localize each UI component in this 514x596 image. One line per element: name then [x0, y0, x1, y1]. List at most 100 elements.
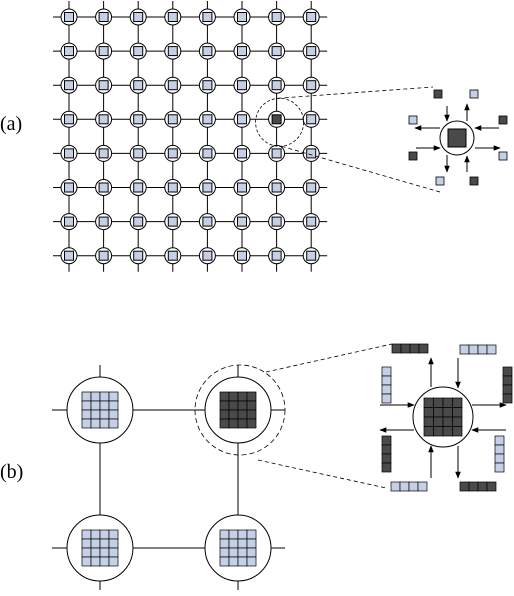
lattice-cell — [133, 250, 144, 261]
strip-cell — [494, 435, 505, 446]
subgrid-cell-light — [219, 547, 230, 558]
subgrid-cell-light — [81, 538, 92, 549]
lattice-cell — [64, 250, 74, 261]
strip-cell — [381, 384, 392, 395]
subgrid-cell-light — [219, 538, 230, 549]
lattice-cell — [64, 12, 74, 22]
lattice-cell — [167, 114, 178, 125]
subgrid-cell-dark — [237, 418, 248, 429]
panel-a-lattice — [53, 1, 441, 272]
strip-cell — [418, 343, 429, 354]
lattice-cell — [202, 12, 213, 22]
lattice-cell — [271, 216, 282, 227]
lattice-cell — [133, 12, 144, 22]
lattice-cell — [271, 148, 282, 159]
subgrid-cell-light — [108, 418, 119, 429]
subgrid-cell-light — [90, 538, 101, 549]
boundary-strip-dark — [381, 435, 392, 473]
subgrid-cell-light — [237, 547, 248, 558]
zoom-subgrid-cell-dark — [433, 416, 444, 427]
panel-label-b: (b) — [0, 461, 23, 483]
subgrid-cell-dark — [219, 418, 230, 429]
subgrid-cell-light — [99, 418, 110, 429]
zoom-connector-dashed — [257, 459, 387, 489]
subgrid-cell-light — [246, 538, 257, 549]
panel-b-lattice — [52, 343, 393, 590]
lattice-cell — [237, 148, 247, 159]
zoom-subgrid-cell-dark — [433, 397, 444, 408]
subgrid-cell-light — [219, 529, 230, 540]
subgrid-cell-light — [219, 556, 230, 567]
zoom-subgrid-cell-dark — [452, 397, 463, 408]
lattice-cell — [133, 46, 144, 57]
zoom-subgrid-cell-dark — [423, 407, 434, 418]
lattice-cell — [237, 250, 247, 261]
subgrid-cell-light — [99, 400, 110, 411]
boundary-strip-light — [494, 435, 505, 473]
lattice-cell — [167, 148, 178, 159]
lattice-cell — [237, 216, 247, 227]
subgrid-cell-light — [99, 538, 110, 549]
lattice-cell — [167, 216, 178, 227]
subgrid-cell-light — [81, 556, 92, 567]
strip-cell — [459, 344, 470, 355]
lattice-cell — [167, 46, 178, 57]
boundary-strip-light — [459, 344, 497, 355]
strip-cell — [399, 481, 410, 492]
lattice-cell — [167, 12, 178, 22]
zoom-connector-dashed — [277, 86, 434, 99]
subgrid-cell-light — [108, 400, 119, 411]
strip-cell — [381, 462, 392, 473]
lattice-cell — [64, 114, 74, 125]
subgrid-cell-light — [237, 538, 248, 549]
lattice-cell — [306, 216, 317, 227]
strip-cell — [381, 453, 392, 464]
lattice-cell — [271, 80, 282, 91]
zoom-subgrid-cell-dark — [423, 397, 434, 408]
lattice-cell — [237, 80, 247, 91]
strip-cell — [390, 481, 401, 492]
lattice-cell — [202, 46, 213, 57]
panel-label-a: (a) — [0, 113, 22, 135]
subgrid-cell-light — [90, 556, 101, 567]
subgrid-cell-light — [99, 409, 110, 420]
neighbour-cell-light — [469, 89, 479, 99]
subgrid-cell-dark — [237, 391, 248, 402]
lattice-cell — [167, 80, 178, 91]
zoom-subgrid-cell-dark — [423, 426, 434, 437]
zoom-subgrid-cell-dark — [452, 416, 463, 427]
lattice-cell — [133, 148, 144, 159]
subgrid-cell-dark — [228, 400, 239, 411]
strip-cell — [477, 481, 488, 492]
strip-cell — [502, 366, 513, 377]
subgrid-cell-light — [237, 529, 248, 540]
subgrid-cell-light — [81, 418, 92, 429]
zoom-subgrid-cell-dark — [423, 416, 434, 427]
boundary-strip-dark — [391, 343, 429, 354]
neighbour-cell-dark — [408, 151, 418, 161]
subgrid-cell-light — [99, 556, 110, 567]
boundary-strip-light — [390, 481, 428, 492]
subgrid-cell-light — [228, 538, 239, 549]
strip-cell — [468, 344, 479, 355]
subgrid-cell-light — [81, 409, 92, 420]
subgrid-cell-dark — [246, 409, 257, 420]
panel-b-zoom-inset — [379, 343, 513, 492]
lattice-cell — [98, 250, 109, 261]
subgrid-cell-light — [99, 529, 110, 540]
lattice-cell — [271, 12, 282, 22]
lattice-cell — [202, 216, 213, 227]
lattice-cell — [64, 46, 74, 57]
neighbour-cell-dark — [498, 115, 508, 125]
lattice-cell — [98, 114, 109, 125]
lattice-cell — [306, 80, 317, 91]
neighbour-cell-light — [408, 115, 418, 125]
strip-cell — [381, 366, 392, 377]
lattice-cell — [237, 114, 247, 125]
lattice-cell — [98, 182, 109, 193]
lattice-cell — [133, 114, 144, 125]
strip-cell — [477, 344, 488, 355]
strip-cell — [381, 393, 392, 404]
strip-cell — [468, 481, 479, 492]
subgrid-cell-light — [108, 391, 119, 402]
